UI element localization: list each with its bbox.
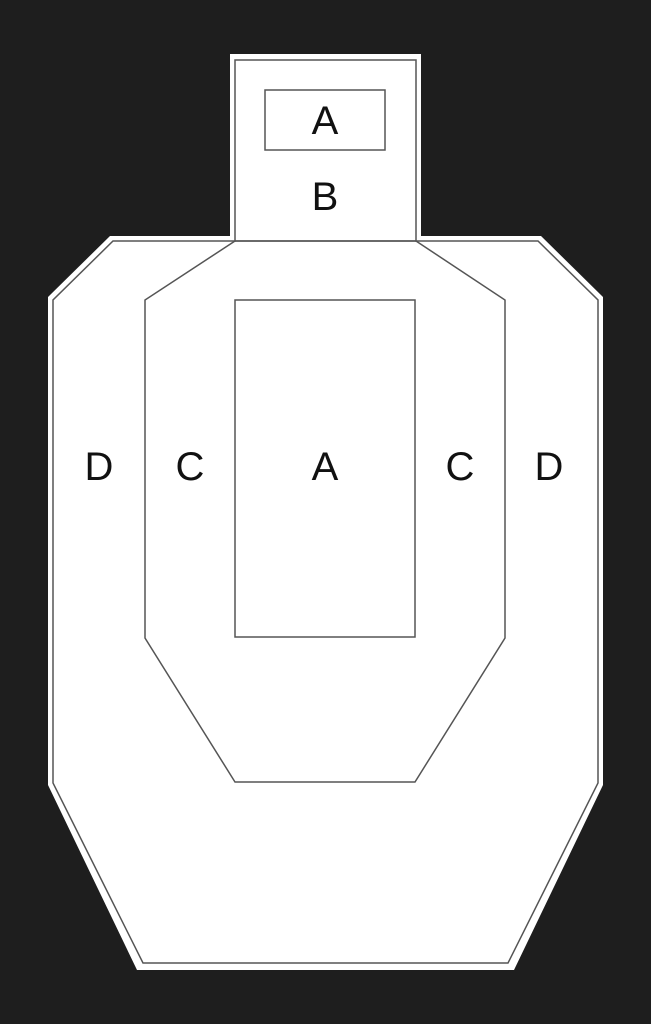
body-d-left-label: D — [85, 445, 114, 489]
body-d-right-label: D — [535, 445, 564, 489]
head-a-label: A — [312, 99, 339, 143]
c-zone-outline — [144, 240, 506, 783]
body-a-zone-box — [234, 299, 416, 638]
body-c-right-label: C — [446, 445, 475, 489]
head-b-label: B — [312, 175, 339, 219]
body-c-left-label: C — [176, 445, 205, 489]
body-a-label: A — [312, 445, 339, 489]
silhouette-outer-fill — [48, 54, 603, 970]
head-a-zone-box — [264, 89, 386, 151]
